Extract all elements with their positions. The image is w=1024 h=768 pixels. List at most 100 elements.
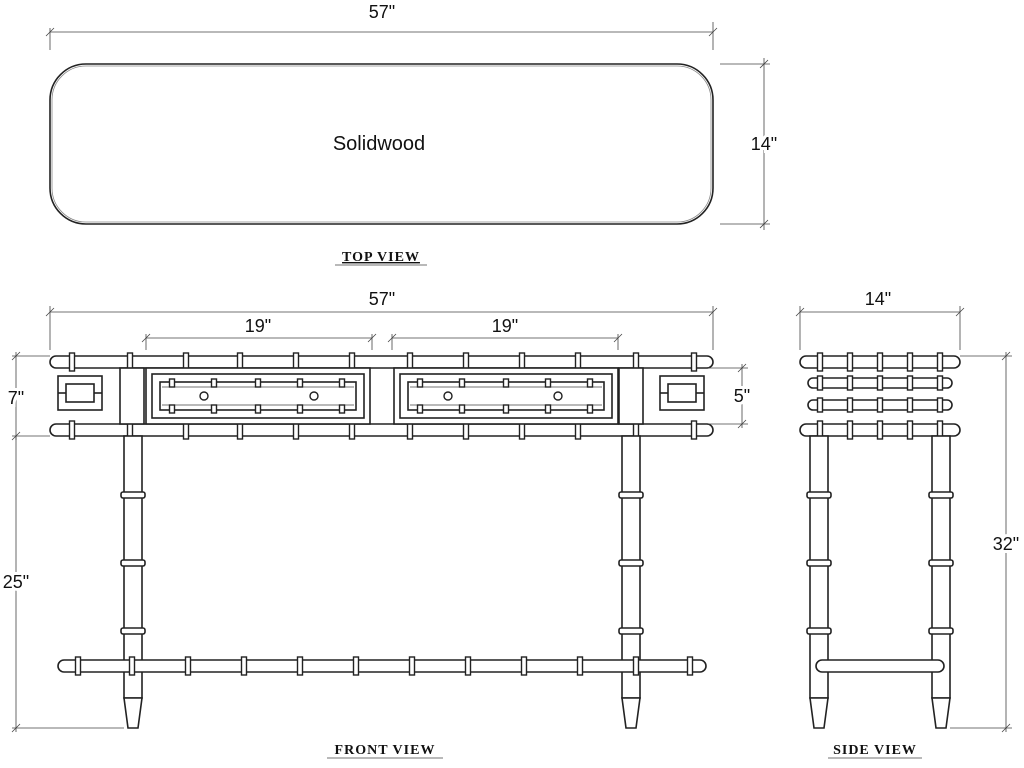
- front-view: 57" 19" 19": [0, 286, 753, 759]
- apron-height-label: 7": [8, 388, 24, 408]
- drawer-node-upper-4: [296, 378, 304, 388]
- drawer-node-upper-1: [168, 378, 176, 388]
- bottom-rail-node-1: [68, 420, 76, 440]
- side-fret-node-upper-1: [816, 375, 824, 391]
- drawer-node-upper-5: [338, 378, 346, 388]
- side-rail-nodes: [816, 352, 944, 440]
- left-drawer-face: [145, 367, 371, 425]
- side-top-node-5: [936, 352, 944, 372]
- stretcher-node-12: [686, 656, 694, 676]
- side-top-node-2: [846, 352, 854, 372]
- side-top-node-1: [816, 352, 824, 372]
- left-drawer-width-label: 19": [245, 316, 271, 336]
- side-fret-node-upper-2: [846, 375, 854, 391]
- drawer-node-lower-1: [168, 404, 176, 414]
- front-right-leg: [618, 435, 644, 729]
- bottom-rail-node-12: [690, 420, 698, 440]
- left-drawer-knob-2: [309, 391, 319, 401]
- drawer-node-lower-4: [296, 404, 304, 414]
- right-drawer-knob-1: [443, 391, 453, 401]
- left-leg-apron-block: [119, 367, 145, 425]
- front-stretcher: [57, 659, 707, 673]
- drawer-node-lower-8: [502, 404, 510, 414]
- stretcher-node-2: [128, 656, 136, 676]
- drawer-node-lower-7: [458, 404, 466, 414]
- stretcher-node-3: [184, 656, 192, 676]
- side-fret-node-upper-3: [876, 375, 884, 391]
- top-width-dimension: 57": [45, 2, 718, 50]
- front-view-title: FRONT VIEW: [335, 743, 436, 758]
- side-fret-node-lower-4: [906, 397, 914, 413]
- top-rail-node-1: [68, 352, 76, 372]
- front-bottom-rail: [49, 423, 714, 437]
- drawer-node-lower-10: [586, 404, 594, 414]
- front-width-dimension: 57": [45, 286, 718, 350]
- top-view-title: TOP VIEW: [342, 250, 420, 265]
- leg-height-dimension: 25": [0, 436, 124, 733]
- drawer-node-lower-6: [416, 404, 424, 414]
- tabletop-outline: [49, 63, 714, 225]
- drawer-node-lower-3: [254, 404, 262, 414]
- side-top-node-4: [906, 352, 914, 372]
- side-fret-node-lower-2: [846, 397, 854, 413]
- stretcher-node-6: [352, 656, 360, 676]
- right-drawer-knob-2: [553, 391, 563, 401]
- side-stretcher: [815, 659, 945, 673]
- left-drawer: [145, 367, 371, 425]
- total-height-label: 32": [993, 534, 1019, 554]
- material-label: Solidwood: [333, 133, 425, 155]
- stretcher-node-5: [296, 656, 304, 676]
- leg-height-label: 25": [3, 572, 29, 592]
- side-fret-node-upper-5: [936, 375, 944, 391]
- side-depth-label: 14": [865, 289, 891, 309]
- drawer-node-upper-7: [458, 378, 466, 388]
- front-top-rail: [49, 355, 714, 369]
- left-side-panel: [57, 375, 103, 411]
- front-width-label: 57": [369, 289, 395, 309]
- right-side-panel: [659, 375, 705, 411]
- top-width-label: 57": [369, 2, 395, 22]
- side-fret-node-lower-1: [816, 397, 824, 413]
- stretcher-node-8: [464, 656, 472, 676]
- drawer-node-upper-8: [502, 378, 510, 388]
- side-top-node-3: [876, 352, 884, 372]
- stretcher-node-4: [240, 656, 248, 676]
- side-right-leg: [928, 435, 954, 729]
- left-drawer-knob-1: [199, 391, 209, 401]
- right-drawer-face: [393, 367, 619, 425]
- side-bottom-node-4: [906, 420, 914, 440]
- drawer-height-label: 5": [734, 386, 750, 406]
- right-drawer: [393, 367, 619, 425]
- drawer-node-upper-10: [586, 378, 594, 388]
- drawer-width-dimensions: 19" 19": [141, 316, 623, 350]
- top-view: 57" Solidwood 14" TOP VIEW: [45, 2, 780, 266]
- stretcher-node-9: [520, 656, 528, 676]
- drawer-node-lower-2: [210, 404, 218, 414]
- side-depth-dimension: 14": [795, 286, 965, 350]
- bottom-rail-nodes: [68, 420, 698, 440]
- right-leg-apron-block: [618, 367, 644, 425]
- stretcher-node-1: [74, 656, 82, 676]
- apron-height-dimension: 7": [5, 351, 50, 441]
- total-height-dimension: 32": [950, 351, 1022, 733]
- drawer-node-upper-6: [416, 378, 424, 388]
- drawer-node-lower-5: [338, 404, 346, 414]
- side-left-leg: [806, 435, 832, 729]
- stretcher-node-11: [632, 656, 640, 676]
- side-bottom-node-2: [846, 420, 854, 440]
- right-drawer-width-label: 19": [492, 316, 518, 336]
- drawer-node-upper-3: [254, 378, 262, 388]
- top-depth-dimension: 14": [720, 58, 780, 230]
- drawer-node-upper-9: [544, 378, 552, 388]
- drawer-node-upper-2: [210, 378, 218, 388]
- tabletop-inner-edge: [51, 65, 712, 223]
- drawer-fret-nodes: [168, 378, 594, 414]
- side-fret-node-upper-4: [906, 375, 914, 391]
- drawer-height-dimension: 5": [708, 363, 753, 429]
- top-rail-node-12: [690, 352, 698, 372]
- top-depth-label: 14": [751, 134, 777, 154]
- side-fret-node-lower-3: [876, 397, 884, 413]
- side-view: 14" 32" SIDE VIE: [795, 286, 1022, 759]
- stretcher-node-10: [576, 656, 584, 676]
